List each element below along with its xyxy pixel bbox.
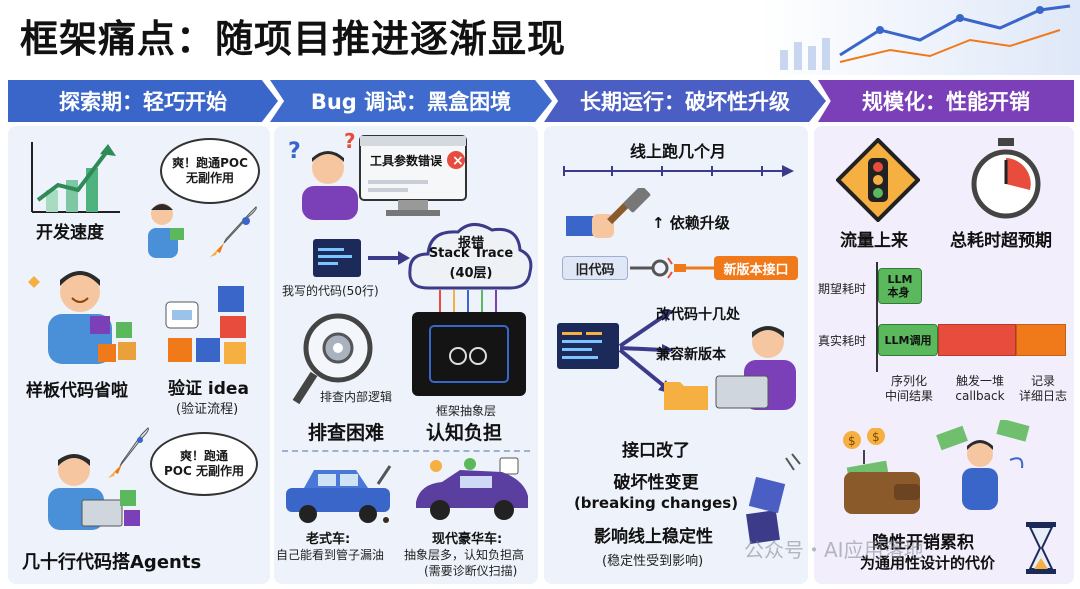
poc-bubble-top: 爽！跑通POC 无副作用	[160, 138, 260, 204]
overtime-label: 总耗时超预期	[950, 231, 1052, 251]
stage-header-explore: 探索期：轻巧开始	[8, 80, 278, 122]
rocket-icon-2	[108, 427, 149, 478]
folder-icon	[664, 382, 708, 410]
rocket-icon	[210, 206, 257, 257]
actual-log-bar	[1016, 324, 1066, 356]
monitor-error-icon: ×	[359, 135, 467, 216]
expected-llm-bar: LLM 本身	[878, 268, 922, 304]
verify-idea-label: 验证 idea	[168, 379, 249, 399]
boilerplate-label: 样板代码省啦	[26, 381, 128, 401]
fix-many-label: 改代码十几处	[656, 307, 740, 323]
programmer-figure	[715, 326, 796, 410]
svg-text:?: ?	[288, 139, 301, 164]
debug-hard-label: 排查困难	[308, 422, 385, 444]
verify-idea-sub: (验证流程)	[176, 402, 239, 417]
hammer-hand-icon	[566, 188, 651, 238]
timeline	[563, 165, 794, 177]
svg-text:$: $	[872, 430, 880, 444]
old-code-box: 旧代码	[562, 256, 628, 280]
breaking-change-en: (breaking changes)	[573, 494, 739, 512]
tool-error-label: 工具参数错误	[370, 154, 443, 168]
broken-plug-icon	[630, 257, 714, 279]
luxury-car-title: 现代豪华车:	[432, 532, 503, 547]
actual-llm-bar: LLM调用	[878, 324, 938, 356]
hidden-cost-sub: 为通用性设计的代价	[860, 554, 996, 572]
traffic-up-label: 流量上来	[840, 231, 908, 251]
stack-trace-report: 报错	[457, 236, 484, 251]
hidden-cost-label: 隐性开销累积	[872, 533, 974, 553]
magnifier-gear-icon	[292, 313, 373, 405]
actual-time-label: 真实耗时	[818, 334, 867, 348]
svg-text:$: $	[848, 434, 856, 448]
developer-avatar	[148, 203, 184, 258]
stability-sub: (稳定性受到影响)	[602, 554, 704, 569]
segment-callback-label: 触发一堆 callback	[955, 374, 1005, 403]
developer-puzzle-figure	[28, 271, 136, 364]
arrow-to-cloud	[368, 251, 410, 265]
speed-label: 开发速度	[36, 223, 104, 243]
luxury-car-desc: 抽象层多，认知负担高	[404, 548, 525, 562]
traffic-light-icon	[836, 138, 920, 222]
mycode-label: 我写的代码(50行)	[282, 284, 379, 298]
abstraction-layer-label: 框架抽象层	[436, 404, 497, 418]
falling-blocks-icon	[746, 453, 801, 544]
stage-header-longrun: 长期运行：破坏性升级	[544, 80, 826, 122]
wallet-money-icon: $$	[843, 428, 920, 514]
stability-label: 影响线上稳定性	[594, 527, 713, 547]
stage-header-debug: Bug 调试：黑盒困境	[270, 80, 552, 122]
page-title: 框架痛点：随项目推进逐渐显现	[20, 17, 567, 61]
blackbox-abstraction	[412, 290, 526, 396]
svg-text:×: ×	[452, 153, 464, 169]
stage-header-scale: 规模化：性能开销	[818, 80, 1074, 122]
api-changed-label: 接口改了	[622, 441, 690, 461]
panel2-divider	[282, 450, 530, 452]
old-car-title: 老式车:	[306, 532, 351, 547]
expected-time-label: 期望耗时	[818, 282, 867, 296]
money-flying-figure	[936, 420, 1030, 510]
inspect-logic-label: 排查内部逻辑	[320, 390, 393, 404]
luxury-car-icon	[416, 457, 528, 520]
hourglass-icon	[1026, 522, 1056, 574]
stack-layers-label: (40层)	[449, 266, 493, 281]
luxury-car-desc2: (需要诊断仪扫描)	[424, 564, 518, 578]
segment-serialize-label: 序列化 中间结果	[884, 374, 933, 403]
agents-label: 几十行代码搭Agents	[22, 552, 202, 573]
old-car-desc: 自己能看到管子漏油	[276, 548, 385, 562]
svg-text:?: ?	[344, 132, 356, 153]
months-label: 线上跑几个月	[629, 142, 726, 161]
cloud-shape	[408, 223, 533, 290]
stack-trace-label: Stack Trace	[428, 246, 514, 261]
header-decoration	[760, 0, 1080, 75]
segment-log-label: 记录 详细日志	[1018, 374, 1067, 403]
stopwatch-icon	[971, 138, 1041, 219]
puzzle-pieces-icon	[165, 286, 246, 364]
developer-laptop-figure	[48, 454, 140, 530]
new-api-box: 新版本接口	[714, 256, 798, 280]
actual-serialize-bar	[938, 324, 1016, 356]
old-car-icon	[286, 465, 392, 523]
dependency-upgrade-label: ↑ 依赖升级	[652, 214, 730, 232]
cognitive-load-label: 认知负担	[426, 422, 503, 444]
code-editor-icon	[557, 323, 619, 369]
compat-label: 兼容新版本	[656, 347, 726, 363]
breaking-change-label: 破坏性变更	[613, 473, 699, 493]
speed-chart-icon	[31, 142, 120, 213]
poc-bubble-bottom: 爽！跑通 POC 无副作用	[150, 432, 258, 496]
fanout-arrows	[618, 310, 674, 394]
timeline-axis	[876, 262, 878, 372]
confused-developer: ? ?	[288, 132, 358, 220]
code-window-icon	[313, 239, 361, 277]
watermark: 公众号・AI应用落地	[744, 538, 924, 562]
